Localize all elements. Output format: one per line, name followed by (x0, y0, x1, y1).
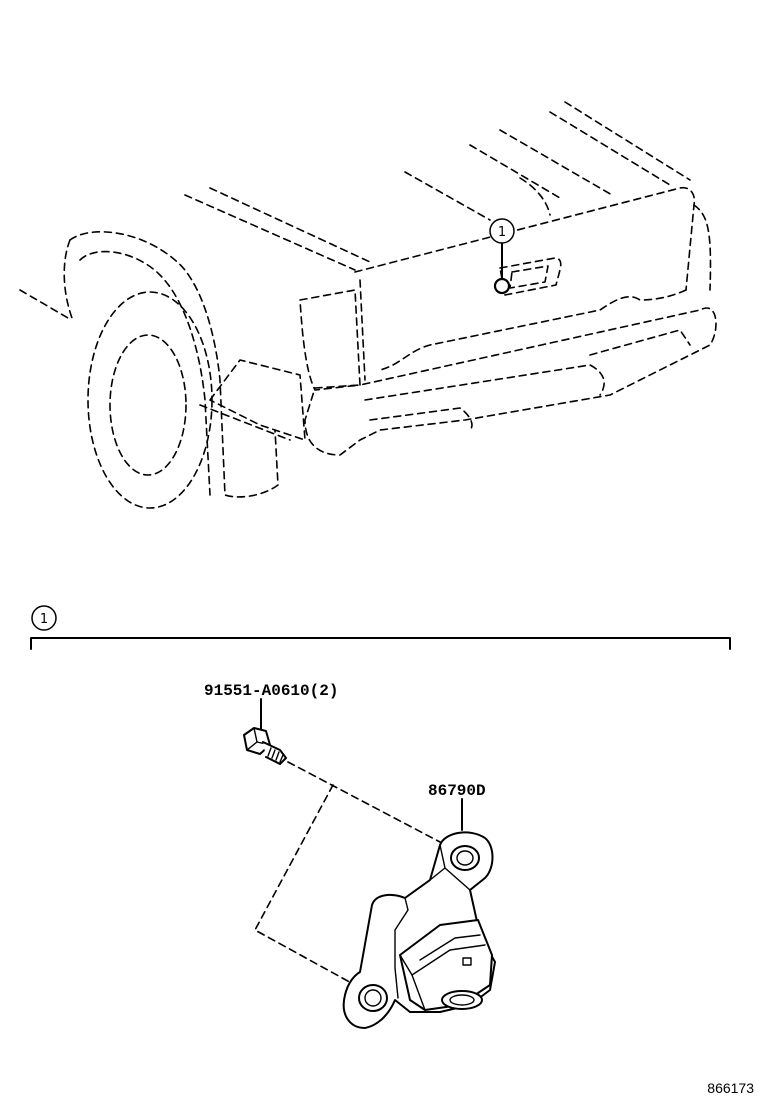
callout-number-top: 1 (498, 225, 506, 240)
detail-header: 1 (30, 605, 731, 650)
bolt-icon (243, 727, 287, 765)
part-number-camera: 86790D (428, 782, 486, 800)
assembly-line-upper (287, 761, 441, 843)
part-number-bolt: 91551-A0610(2) (204, 682, 338, 700)
callout-number-detail: 1 (40, 612, 48, 627)
truck-rear-illustration (19, 101, 717, 509)
figure-number: 866173 (707, 1080, 754, 1096)
assembly-line-lower (254, 784, 356, 986)
back-camera-icon (342, 831, 496, 1029)
callout-marker-top: 1 (489, 218, 515, 244)
